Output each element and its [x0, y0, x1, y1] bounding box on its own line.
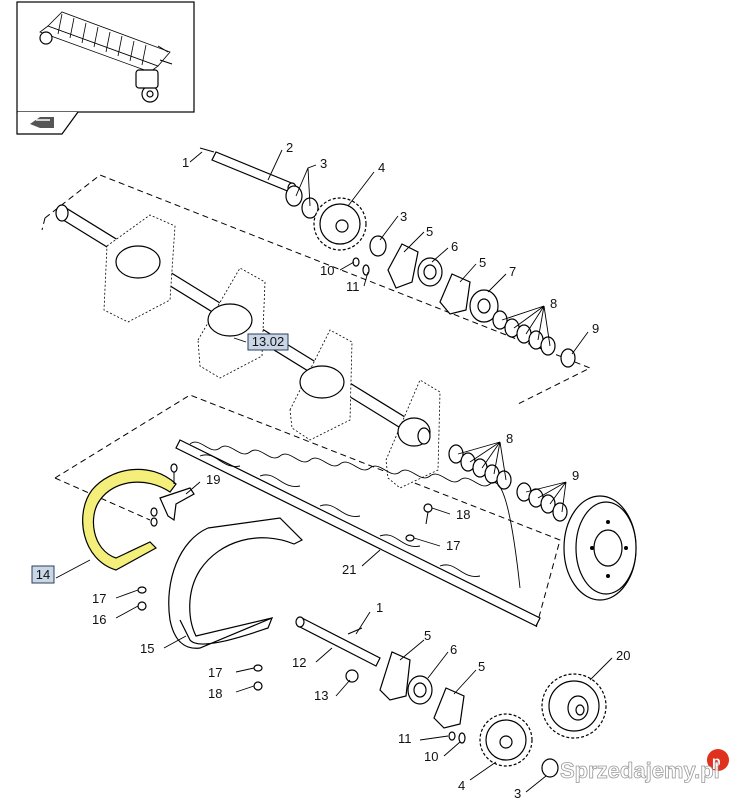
bracket-19	[150, 463, 195, 527]
callout-14-selected[interactable]: 14	[31, 565, 55, 584]
callout-7: 7	[509, 264, 516, 279]
callout-10: 10	[424, 749, 438, 764]
callout-1: 1	[182, 155, 189, 170]
callout-8: 8	[550, 296, 557, 311]
callout-17: 17	[446, 538, 460, 553]
machine-overview-icon	[39, 11, 173, 103]
callout-5: 5	[426, 224, 433, 239]
callout-5: 5	[424, 628, 431, 643]
assembly-outline-lower	[54, 394, 561, 629]
cover-15	[168, 517, 304, 649]
callout-16: 16	[92, 612, 106, 627]
callout-1: 1	[376, 600, 383, 615]
watermark: p Sprzedajemy.pl	[560, 749, 729, 783]
callout-5: 5	[479, 255, 486, 270]
page-arrow-icon	[30, 117, 54, 128]
callout-19: 19	[206, 472, 220, 487]
callout-13: 13	[314, 688, 328, 703]
callout-4: 4	[378, 160, 385, 175]
leader-lines	[55, 149, 613, 793]
callout-10: 10	[320, 263, 334, 278]
callout-11: 11	[346, 279, 360, 294]
sprocket-large-20	[541, 673, 607, 739]
callout-8: 8	[506, 431, 513, 446]
auger-flighting	[175, 439, 541, 627]
overview-thumbnail[interactable]	[16, 1, 195, 135]
callout-6: 6	[451, 239, 458, 254]
callout-21: 21	[342, 562, 356, 577]
rotor-shaft-assembly	[55, 204, 441, 489]
callout-15: 15	[140, 641, 154, 656]
callout-18: 18	[208, 686, 222, 701]
callout-labels: 1 2 3 4 3 5 6 5 7 10 11 8 9 8 9 19 18 17…	[92, 140, 630, 801]
callout-9: 9	[572, 468, 579, 483]
callout-6: 6	[450, 642, 457, 657]
watermark-text: Sprzedajemy.pl	[560, 758, 720, 783]
assembly-outline-upper	[41, 174, 592, 406]
callout-3: 3	[514, 786, 521, 801]
callout-5: 5	[478, 659, 485, 674]
callout-20: 20	[616, 648, 630, 663]
callout-3: 3	[400, 209, 407, 224]
end-wheel	[563, 495, 637, 601]
callout-4: 4	[458, 778, 465, 793]
callout-14-label: 14	[36, 567, 50, 582]
callout-17: 17	[92, 591, 106, 606]
callout-3: 3	[320, 156, 327, 171]
callout-9: 9	[592, 321, 599, 336]
svg-text:p: p	[712, 753, 721, 769]
lower-drive-parts	[295, 616, 607, 778]
selected-strap-part-14[interactable]	[82, 468, 177, 571]
sprocket-upper	[313, 197, 367, 251]
reference-box-label: 13.02	[252, 334, 285, 349]
callout-12: 12	[292, 655, 306, 670]
callout-17: 17	[208, 665, 222, 680]
callout-11: 11	[398, 731, 412, 746]
upper-drive-parts	[199, 147, 576, 368]
middle-spacers	[448, 444, 568, 522]
callout-18: 18	[456, 507, 470, 522]
sprocket-lower	[479, 713, 533, 767]
reference-box-13-02[interactable]: 13.02	[233, 333, 289, 351]
callout-2: 2	[286, 140, 293, 155]
